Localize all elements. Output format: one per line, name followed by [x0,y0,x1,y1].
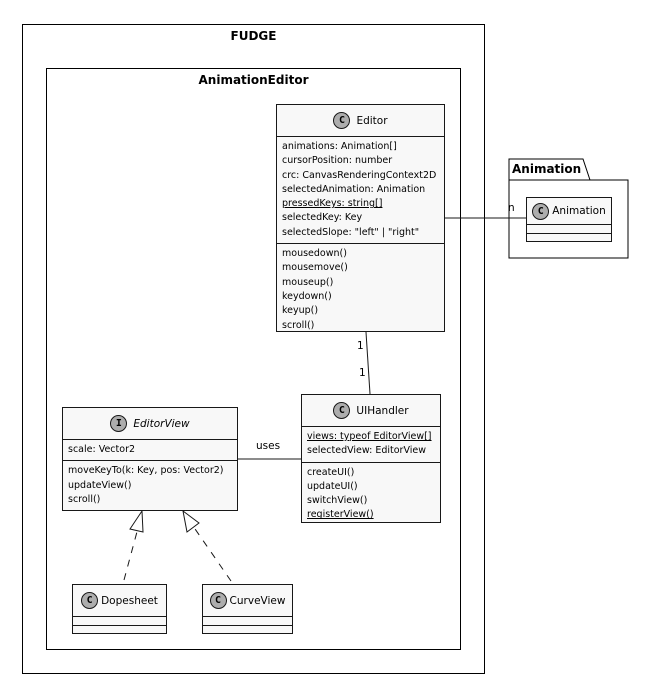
package-fudge: FUDGE [22,24,485,674]
class-uihandler-header: C UIHandler [302,395,440,427]
method: moveKeyTo(k: Key, pos: Vector2) [68,465,224,477]
method: switchView() [307,495,368,507]
field: scale: Vector2 [68,444,136,455]
mult-editor-uihandler-top: 1 [357,340,364,352]
class-animation: C Animation [526,197,612,242]
interface-editorview-header: I EditorView [63,408,237,440]
method: createUI() [307,466,355,478]
class-curveview: C CurveView [202,584,293,634]
method: updateUI() [307,480,358,492]
field: selectedSlope: "left" | "right" [282,226,420,238]
class-editor-header: C Editor [277,105,444,137]
field: animations: Animation[] [282,141,397,152]
class-dopesheet-header: C Dopesheet [73,585,166,617]
method: updateView() [68,479,132,491]
class-editor-fields: animations: Animation[] cursorPosition: … [277,137,444,245]
package-animation-editor: AnimationEditor [46,68,461,650]
edge-editor-uihandler [365,331,371,395]
class-animation-name: Animation [552,205,606,217]
arrow-curveview-realization [182,509,200,533]
edge-curveview-realization [192,525,232,582]
class-curveview-fields [203,617,292,626]
class-editor: C Editor animations: Animation[] cursorP… [276,104,445,332]
label-uses: uses [256,440,281,452]
class-uihandler-fields: views: typeof EditorView[] selectedView:… [302,427,440,463]
field: crc: CanvasRenderingContext2D [282,169,437,181]
class-curveview-name: CurveView [229,594,286,607]
interface-stereotype-icon: I [110,415,128,432]
edge-dopesheet-realization [123,527,139,581]
class-stereotype-icon: C [333,402,351,419]
field: selectedKey: Key [282,212,363,224]
class-stereotype-icon: C [209,592,227,609]
interface-editorview-fields: scale: Vector2 [63,440,237,462]
class-dopesheet-name: Dopesheet [101,594,158,607]
class-editor-methods: mousedown() mousemove() mouseup() keydow… [277,244,444,336]
field-static: pressedKeys: string[] [282,198,383,210]
method: keydown() [282,290,332,302]
package-animation-editor-title: AnimationEditor [198,73,309,87]
class-uihandler-methods: createUI() updateUI() switchView() regis… [302,463,440,526]
method: keyup() [282,305,319,317]
interface-editorview-methods: moveKeyTo(k: Key, pos: Vector2) updateVi… [63,461,237,510]
field: selectedView: EditorView [307,445,427,457]
method-static: registerView() [307,509,374,521]
interface-editorview: I EditorView scale: Vector2 moveKeyTo(k:… [62,407,238,511]
class-stereotype-icon: C [532,202,550,220]
class-dopesheet-fields [73,617,166,626]
class-curveview-header: C CurveView [203,585,292,617]
class-stereotype-icon: C [81,592,99,609]
field: cursorPosition: number [282,155,393,167]
package-fudge-title: FUDGE [230,29,277,43]
class-editor-name: Editor [356,114,388,127]
method: mousemove() [282,262,348,274]
method: scroll() [282,319,315,331]
interface-editorview-name: EditorView [133,417,190,430]
class-dopesheet: C Dopesheet [72,584,167,634]
class-animation-fields [527,225,611,234]
class-stereotype-icon: C [333,112,351,129]
arrow-dopesheet-realization [129,509,144,533]
mult-editor-uihandler-bottom: 1 [359,367,366,379]
class-uihandler-name: UIHandler [356,404,409,417]
method: mousedown() [282,248,347,260]
mult-editor-animation: n [508,202,515,214]
class-uihandler: C UIHandler views: typeof EditorView[] s… [301,394,441,523]
class-animation-header: C Animation [527,198,611,225]
field: selectedAnimation: Animation [282,183,426,195]
package-animation-title: Animation [512,162,582,176]
method: mouseup() [282,276,334,288]
method: scroll() [68,493,101,505]
field-static: views: typeof EditorView[] [307,431,432,442]
